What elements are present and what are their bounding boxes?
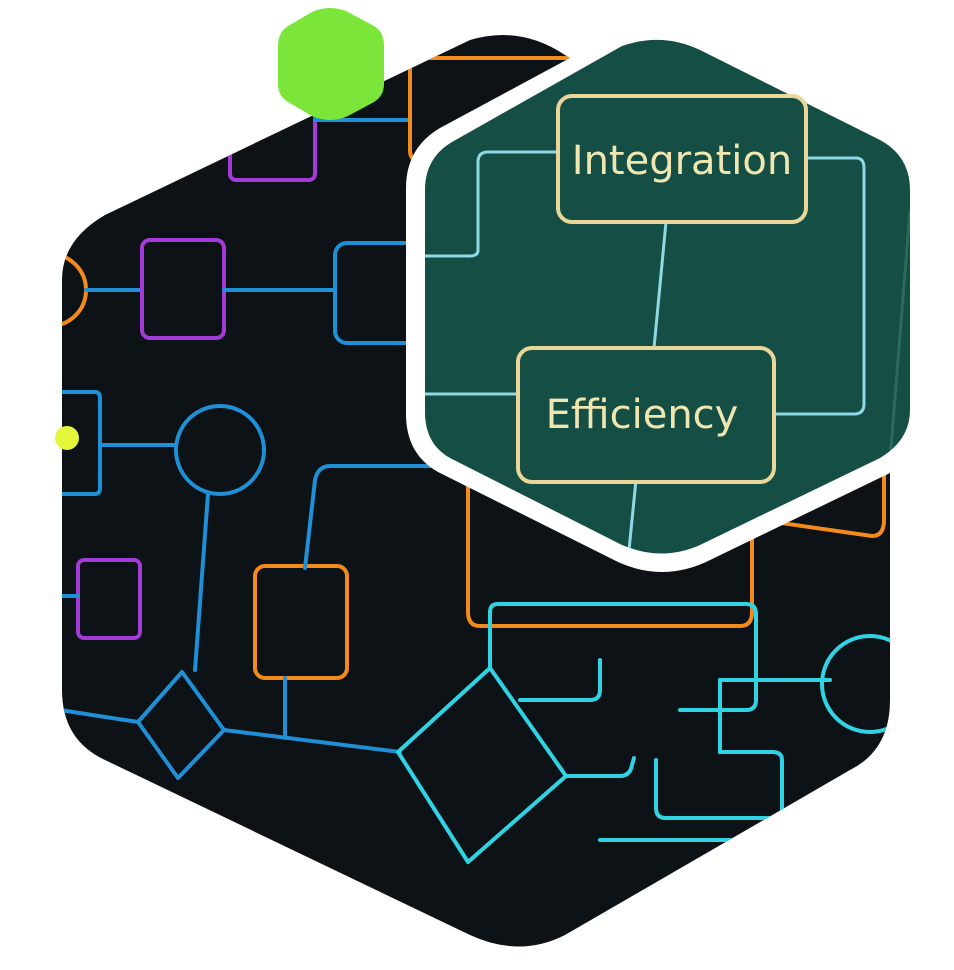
green-hexagon-accent [278,8,384,120]
cyan-circle-node [820,634,890,734]
efficiency-label: Efficiency [546,392,739,438]
teal-hexagon: Integration Efficiency [406,22,928,572]
purple-square-node [76,558,142,640]
connector-line [222,728,402,754]
connector-line [303,464,472,570]
connector-line [62,708,140,724]
cyan-diamond-node [396,666,568,864]
orange-rect-node [758,468,886,538]
connector-line [626,479,638,554]
connector-line [564,756,636,778]
blue-diamond-node [136,670,226,780]
orange-rect-node [466,468,754,628]
connector-line [193,492,210,672]
integration-label: Integration [572,138,792,184]
connector-line [652,221,668,349]
connector-line [488,602,758,712]
connector-line [518,658,602,702]
connector-line [888,209,910,461]
orange-square-node [253,564,349,680]
efficiency-label-box [516,346,776,484]
connector-line [425,150,558,258]
blue-circle-node [174,404,266,496]
connector-line [772,156,866,416]
yellow-dot-accent [55,426,79,450]
integration-label-box [556,94,808,224]
